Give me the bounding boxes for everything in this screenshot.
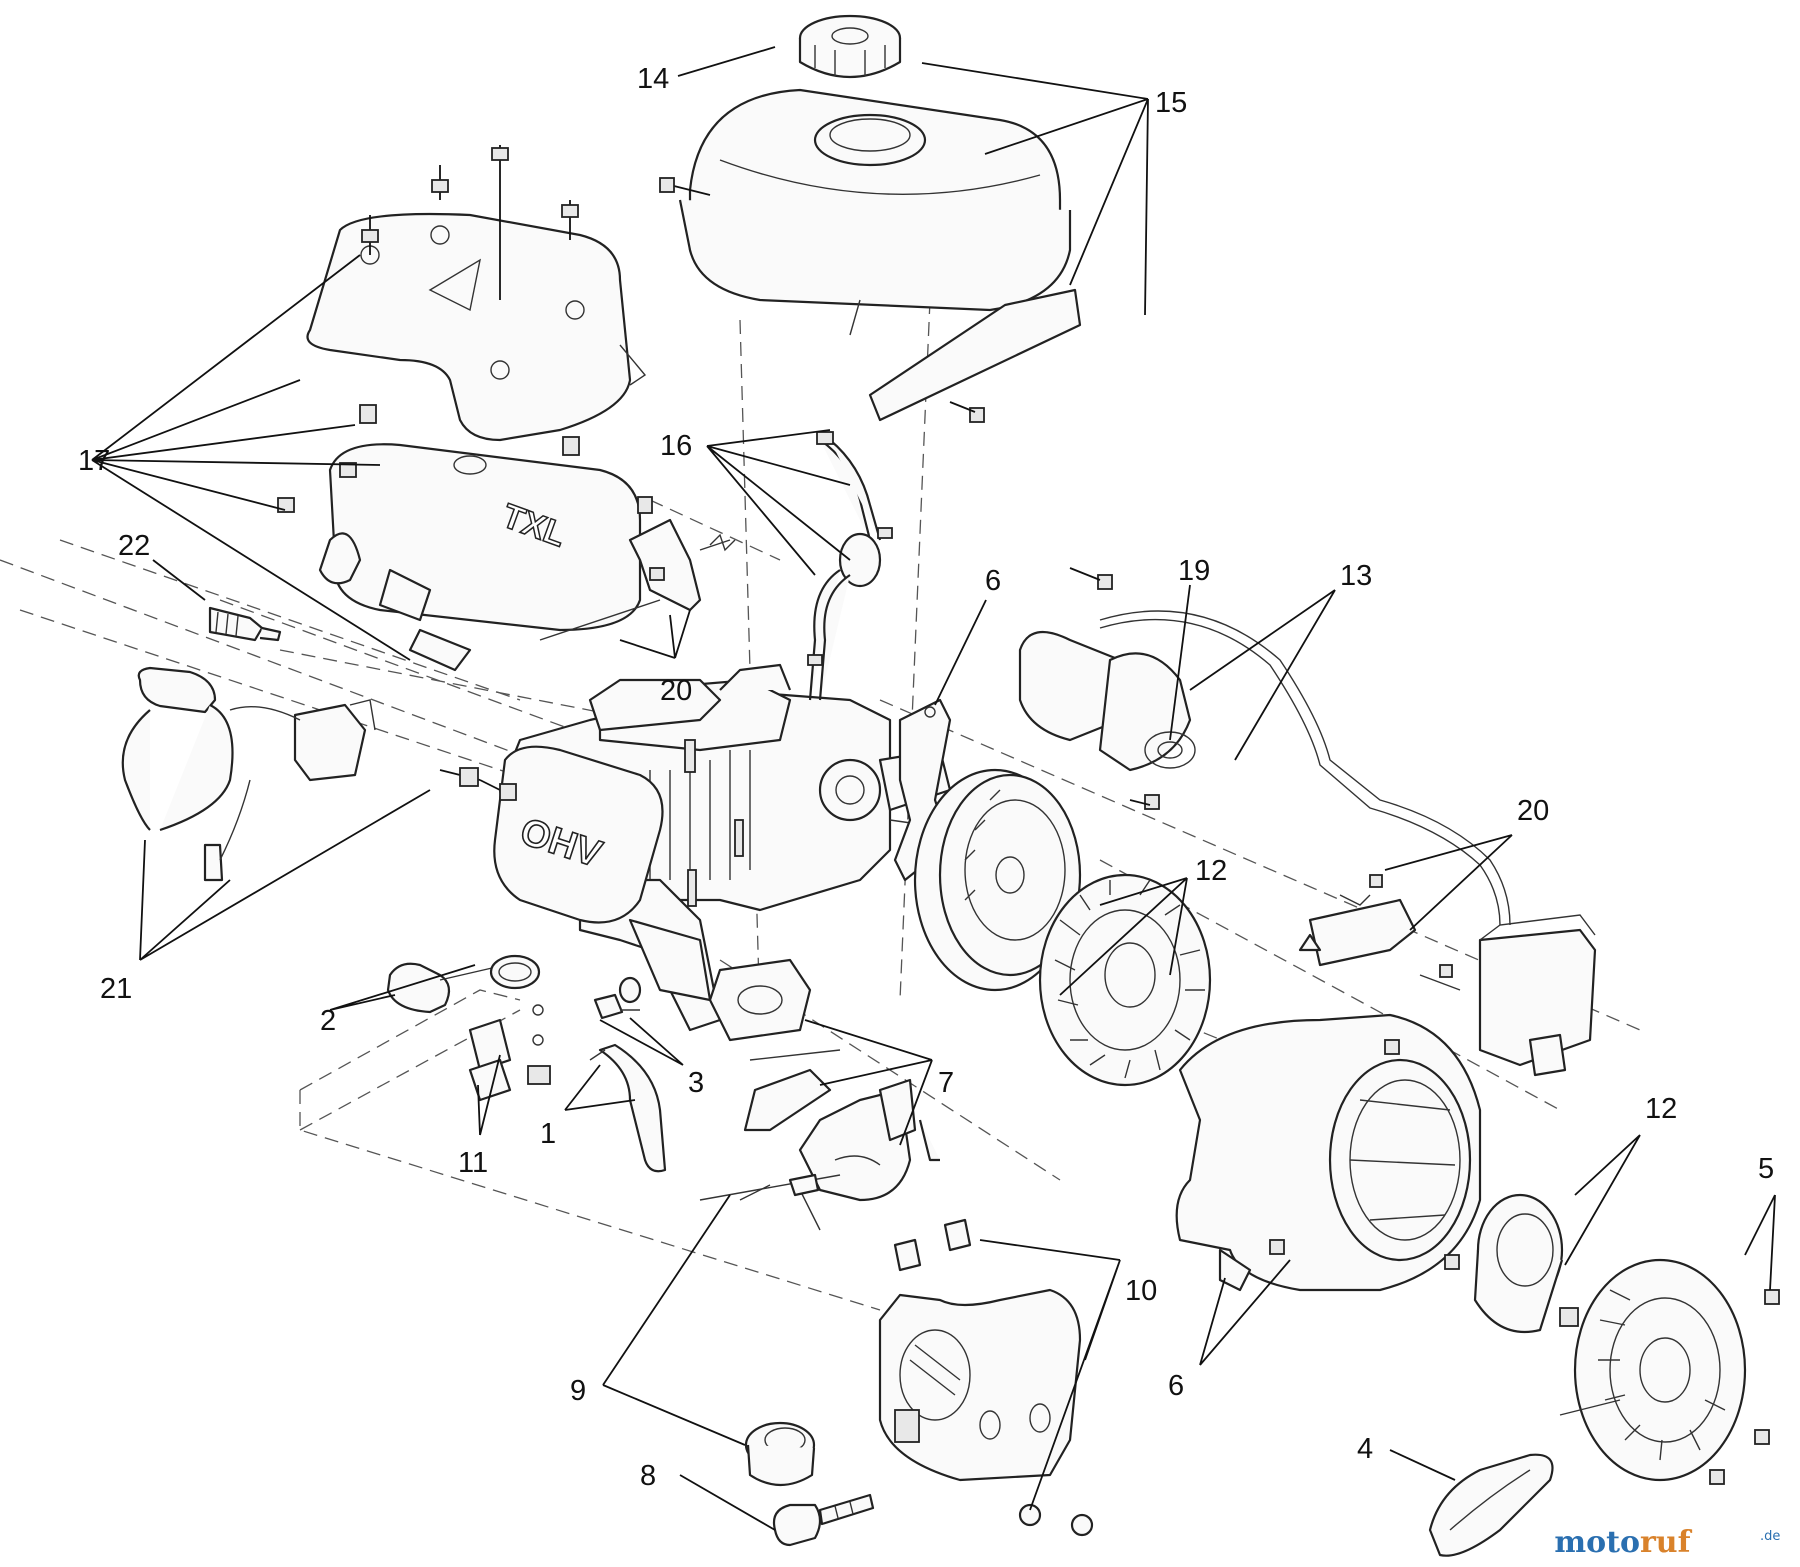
callout-12-lower: 12 xyxy=(1645,1093,1677,1125)
watermark-logo: moto ruf .de xyxy=(1554,1525,1780,1560)
callout-labels: 14 15 17 16 22 6 19 13 20 20 21 12 2 3 7… xyxy=(78,63,1774,1492)
blower-housing xyxy=(1175,1013,1482,1292)
cooling-fan xyxy=(1038,873,1212,1087)
mounting-bolts xyxy=(439,177,1113,801)
spark-plug xyxy=(208,606,282,642)
watermark-suffix: .de xyxy=(1760,1529,1780,1544)
callout-20-left: 20 xyxy=(660,675,692,707)
fuel-tank xyxy=(678,88,1082,422)
kill-switch xyxy=(468,1004,551,1102)
starter-handle xyxy=(1428,1453,1554,1557)
callout-1: 1 xyxy=(540,1118,556,1150)
valve-cover xyxy=(306,145,647,442)
breather-hose xyxy=(589,1043,667,1173)
watermark-part2: ruf xyxy=(1640,1525,1693,1560)
callout-leaders xyxy=(91,46,1776,1531)
drain-plug xyxy=(593,976,642,1020)
starter-cup xyxy=(1444,1193,1579,1334)
callout-3: 3 xyxy=(688,1067,704,1099)
callout-4: 4 xyxy=(1357,1433,1373,1465)
callout-12-upper: 12 xyxy=(1195,855,1227,887)
callout-9: 9 xyxy=(570,1375,586,1407)
carburetor xyxy=(708,958,940,1231)
watermark-part1: moto xyxy=(1554,1525,1640,1560)
callout-15: 15 xyxy=(1155,87,1187,119)
primer-bulb xyxy=(744,1421,816,1486)
callout-5: 5 xyxy=(1758,1153,1774,1185)
callout-2: 2 xyxy=(320,1005,336,1037)
fuel-cap xyxy=(798,14,902,78)
callout-10: 10 xyxy=(1125,1275,1157,1307)
callout-16: 16 xyxy=(660,430,692,462)
callout-7: 7 xyxy=(938,1067,954,1099)
callout-21: 21 xyxy=(100,973,132,1005)
rectifier-bracket xyxy=(1298,874,1461,991)
air-filter-housing xyxy=(878,1218,1082,1482)
callout-6-upper: 6 xyxy=(985,565,1001,597)
ignition-key xyxy=(772,1493,875,1547)
fuel-line xyxy=(807,431,893,701)
recoil-starter xyxy=(1559,1258,1780,1485)
callout-6-lower: 6 xyxy=(1168,1370,1184,1402)
oil-fill-plug xyxy=(386,954,541,1014)
callout-8: 8 xyxy=(640,1460,656,1492)
callout-19: 19 xyxy=(1178,555,1210,587)
engine-block: OHV xyxy=(493,663,961,1032)
governor-bracket xyxy=(539,496,736,641)
head-cover: TXL xyxy=(277,404,642,672)
callout-11: 11 xyxy=(458,1147,488,1179)
flywheel xyxy=(913,768,1082,992)
callout-20-right: 20 xyxy=(1517,795,1549,827)
callout-14: 14 xyxy=(637,63,669,95)
callout-13: 13 xyxy=(1340,560,1372,592)
housing-nuts xyxy=(1018,1503,1094,1537)
rectifier xyxy=(1478,914,1597,1077)
callout-17: 17 xyxy=(78,445,110,477)
electric-starter xyxy=(1018,610,1511,926)
callout-22: 22 xyxy=(118,530,150,562)
ignition-coil xyxy=(121,666,376,882)
choke-rod xyxy=(699,1173,841,1201)
